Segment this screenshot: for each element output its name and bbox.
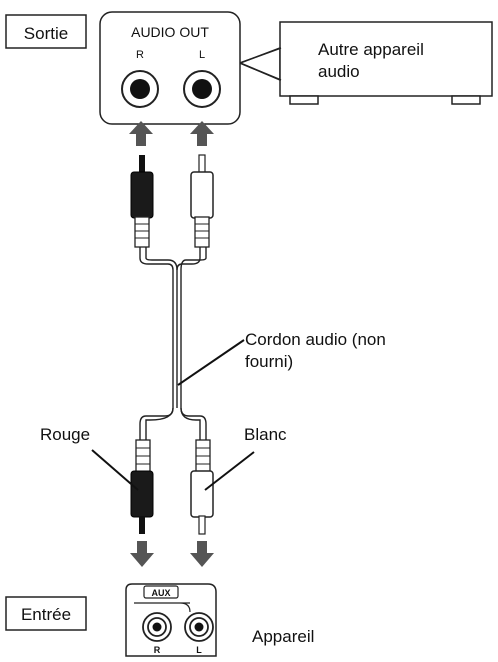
aux-l-label: L bbox=[196, 645, 202, 655]
other-device-label-line2: audio bbox=[318, 62, 360, 81]
input-label: Entrée bbox=[21, 605, 71, 624]
white-annotation: Blanc bbox=[204, 425, 287, 491]
red-label: Rouge bbox=[40, 425, 90, 444]
other-device-label-line1: Autre appareil bbox=[318, 40, 424, 59]
top-white-plug bbox=[190, 154, 214, 248]
jack-l-label: L bbox=[199, 49, 205, 61]
input-label-box: Entrée bbox=[5, 596, 87, 631]
aux-label: AUX bbox=[151, 588, 170, 598]
cable-label-line1: Cordon audio (non bbox=[245, 330, 386, 349]
top-red-plug bbox=[130, 155, 154, 248]
aux-r-label: R bbox=[154, 645, 161, 655]
jack-r-socket bbox=[121, 70, 159, 108]
output-label-box: Sortie bbox=[5, 14, 87, 49]
jack-l-socket bbox=[183, 70, 221, 108]
jack-r-label: R bbox=[136, 49, 144, 61]
audio-out-panel: AUDIO OUT R L bbox=[99, 11, 241, 125]
aux-jack-r-socket bbox=[142, 612, 172, 642]
aux-panel: AUX R L bbox=[125, 583, 217, 657]
red-annotation: Rouge bbox=[40, 425, 139, 491]
arrow-up-r-icon bbox=[129, 121, 153, 146]
arrow-down-r-icon bbox=[130, 541, 154, 567]
audio-cable bbox=[139, 247, 207, 440]
aux-jack-l-socket bbox=[184, 612, 214, 642]
white-label: Blanc bbox=[244, 425, 287, 444]
other-audio-device: Autre appareil audio bbox=[239, 21, 493, 105]
cable-annotation: Cordon audio (non fourni) bbox=[177, 330, 386, 386]
bottom-red-plug bbox=[130, 439, 154, 534]
device-label: Appareil bbox=[252, 627, 314, 646]
audio-out-label: AUDIO OUT bbox=[131, 24, 209, 40]
arrow-down-l-icon bbox=[190, 541, 214, 567]
output-label: Sortie bbox=[24, 24, 68, 43]
bottom-white-plug bbox=[190, 439, 214, 535]
cable-label-line2: fourni) bbox=[245, 352, 293, 371]
arrow-up-l-icon bbox=[190, 121, 214, 146]
